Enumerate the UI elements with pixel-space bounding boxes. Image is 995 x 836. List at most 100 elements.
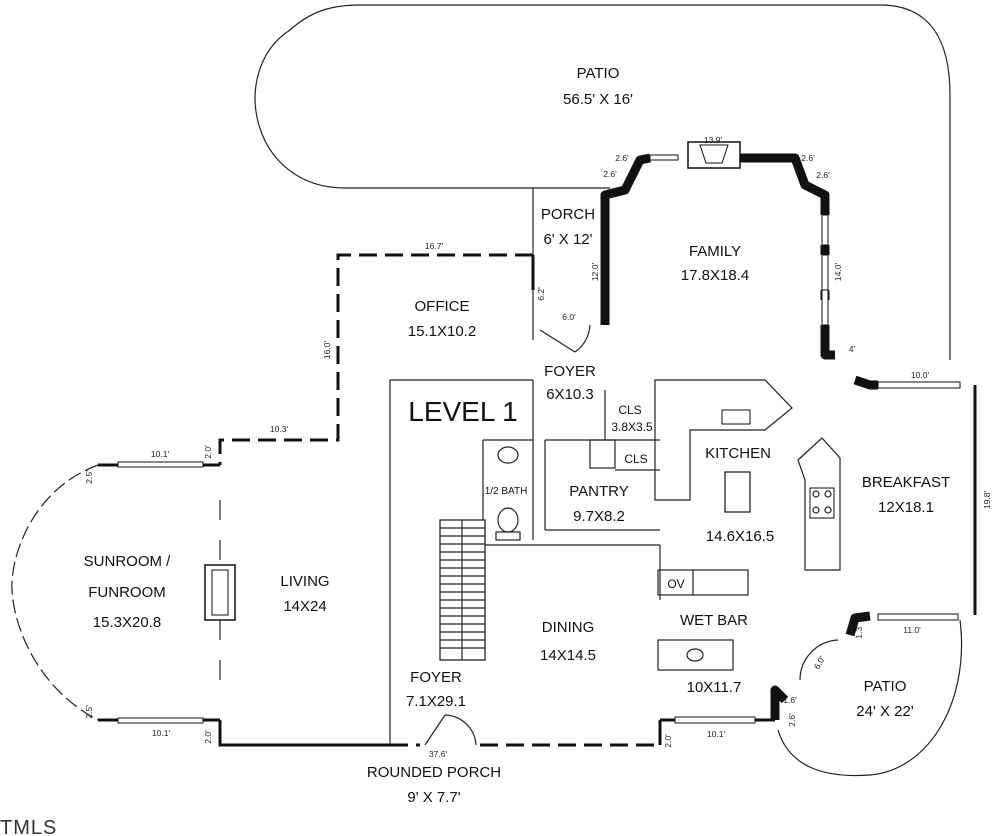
patio-top-outline: [254, 4, 951, 360]
family-window-right-b: [821, 254, 829, 291]
dim-2-6-a: 2.6': [615, 153, 629, 163]
kitchen-size: 14.6X16.5: [706, 528, 774, 545]
sunroom-fireplace: [204, 564, 236, 621]
living-size: 14X24: [283, 598, 326, 615]
dim-1-6: 1.6': [783, 695, 797, 705]
patio-door-wall: [770, 685, 789, 720]
dim-10-1-c: 10.1': [707, 729, 726, 739]
dim-16-0: 16.0': [322, 341, 332, 360]
dim-2-6-b: 2.6': [603, 169, 617, 179]
family-wall-left: [600, 153, 651, 325]
rounded-porch-size: 9' X 7.7': [407, 789, 460, 806]
sunroom-name-2: FUNROOM: [88, 584, 166, 601]
sunroom-arc: [11, 464, 99, 721]
family-name: FAMILY: [689, 243, 741, 260]
toilet: [497, 507, 519, 533]
dim-10-0: 10.0': [911, 370, 930, 380]
wet-bar-size: 10X11.7: [687, 679, 742, 696]
entry-door: [424, 714, 446, 746]
family-window-right-c: [821, 289, 829, 326]
half-bath-name: 1/2 BATH: [485, 486, 528, 497]
breakfast-corner-wall: [845, 611, 871, 637]
office-walls: [218, 253, 533, 465]
family-window-top-left: [649, 154, 679, 161]
patio-top-size: 56.5' X 16': [563, 91, 633, 108]
family-wall-right-c: [820, 325, 835, 360]
cls-lower-name: CLS: [624, 452, 647, 466]
office-door-swing: [574, 324, 591, 353]
pantry-size: 9.7X8.2: [573, 508, 625, 525]
foyer-upper-size: 6X10.3: [546, 386, 594, 403]
dim-19-8: 19.8': [982, 491, 992, 510]
dim-37-6: 37.6': [429, 749, 448, 759]
rounded-porch-name: ROUNDED PORCH: [367, 764, 501, 781]
dim-10-3: 10.3': [270, 424, 289, 434]
pantry-name: PANTRY: [569, 483, 628, 500]
fireplace: [687, 141, 741, 169]
dim-2-5-a: 2.5': [84, 470, 94, 484]
dim-2-0-b: 2.0': [203, 730, 213, 744]
wet-bar-counter: [657, 639, 734, 671]
dim-2-6-d: 2.6': [816, 170, 830, 180]
kitchen-range-counter: [797, 437, 841, 571]
patio-door-swing: [799, 639, 839, 681]
tmls-logo: TMLS: [0, 817, 57, 836]
cls-upper-size: 3.8X3.5: [611, 420, 653, 434]
sunroom-name-1: SUNROOM /: [84, 553, 172, 570]
dim-12-0: 12.0': [590, 263, 600, 282]
bath-sink: [497, 446, 519, 464]
office-size: 15.1X10.2: [408, 323, 476, 340]
family-wall-top: [740, 153, 830, 215]
living-name: LIVING: [280, 573, 329, 590]
patio-right-size: 24' X 22': [856, 703, 914, 720]
wet-bar-sink: [686, 648, 704, 662]
family-wall-corner: [853, 375, 878, 390]
sunroom-window-top: [117, 461, 204, 468]
dim-14-0: 14.0': [833, 263, 843, 282]
dim-2-0-c: 2.0': [663, 734, 673, 748]
foyer-lower-size: 7.1X29.1: [406, 693, 466, 710]
oven-cabinet: [657, 569, 749, 596]
dim-fireplace: 13.9': [704, 135, 723, 145]
kitchen-name: KITCHEN: [705, 445, 771, 462]
bottom-wall-left: [218, 720, 390, 747]
kitchen-counter: [654, 379, 793, 501]
range-icon: [809, 487, 835, 519]
office-name: OFFICE: [415, 298, 470, 315]
dim-6-0-b: 6.0': [812, 654, 828, 671]
kitchen-sink: [721, 409, 751, 425]
dim-10-1-b: 10.1': [152, 728, 171, 738]
breakfast-name: BREAKFAST: [862, 474, 950, 491]
dim-2-6-c: 2.6': [801, 153, 815, 163]
toilet-tank: [495, 531, 521, 541]
kitchen-island: [724, 471, 751, 513]
ov-name: OV: [667, 577, 684, 591]
dim-11-0: 11.0': [903, 625, 921, 635]
patio-right-outline: [777, 619, 963, 777]
dim-2-6-e: 2.6': [787, 713, 797, 727]
patio-top-name: PATIO: [577, 65, 620, 82]
staircase: [439, 519, 486, 661]
sunroom-window-bottom: [117, 717, 204, 724]
cls-upper-name: CLS: [618, 403, 641, 417]
dim-4-0: 4': [849, 344, 856, 354]
dim-1-3: 1.3': [854, 625, 864, 639]
wet-bar-name: WET BAR: [680, 612, 748, 629]
breakfast-window-top: [877, 381, 961, 389]
dim-2-0-a: 2.0': [203, 445, 213, 459]
office-door: [539, 329, 576, 353]
dining-size: 14X14.5: [540, 647, 596, 664]
dining-name: DINING: [542, 619, 595, 636]
wetbar-window-bottom: [674, 716, 756, 724]
foyer-lower-name: FOYER: [410, 669, 462, 686]
breakfast-size: 12X18.1: [878, 499, 934, 516]
porch-top-size: 6' X 12': [543, 231, 592, 248]
cls-small-box: [589, 439, 616, 469]
dim-16-7: 16.7': [425, 241, 444, 251]
foyer-upper-name: FOYER: [544, 363, 596, 380]
level-title: LEVEL 1: [408, 396, 517, 427]
dim-6-2: 6.2': [536, 287, 546, 301]
dim-10-1-a: 10.1': [151, 449, 170, 459]
dim-6-0: 6.0': [562, 312, 576, 322]
